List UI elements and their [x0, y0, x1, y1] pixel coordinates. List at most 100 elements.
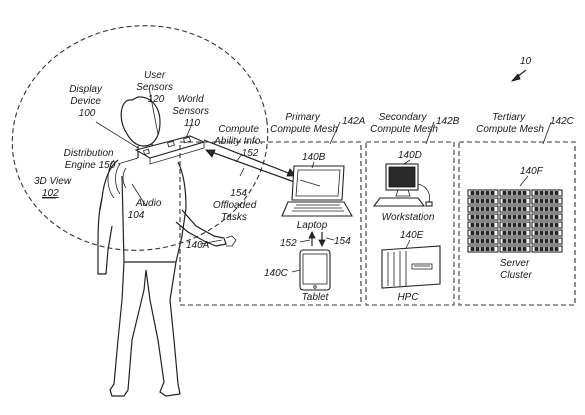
server-slot	[470, 191, 475, 195]
server-slot	[534, 199, 539, 203]
leader-lines	[95, 87, 223, 245]
server-slot	[534, 239, 539, 243]
leader-142a	[329, 121, 341, 145]
view-3d-label: 3D View 102	[34, 176, 74, 199]
server-slot	[485, 223, 490, 227]
server-slot	[522, 247, 527, 251]
server-slot	[502, 191, 507, 195]
tertiary-mesh-box	[458, 141, 576, 306]
server-slot	[554, 207, 559, 211]
server-slot	[502, 247, 507, 251]
server-slot	[517, 215, 522, 219]
server-slot	[554, 199, 559, 203]
figure-ref: 10	[520, 56, 532, 67]
user-sensors-label: User Sensors 120	[136, 70, 175, 105]
server-slot	[549, 223, 554, 227]
hpc-device	[381, 239, 441, 289]
server-slot	[475, 191, 480, 195]
server-slot	[517, 239, 522, 243]
server-slot	[485, 231, 490, 235]
ref-140e: 140E	[400, 230, 424, 241]
world-sensors-label: World Sensors 110	[172, 94, 211, 129]
server-slot	[470, 199, 475, 203]
workstation-label: Workstation	[382, 212, 435, 223]
primary-mesh-label: Primary Compute Mesh	[270, 112, 338, 135]
server-slot	[539, 239, 544, 243]
server-slot	[554, 223, 559, 227]
laptop-label: Laptop	[297, 220, 328, 231]
server-slot	[512, 215, 517, 219]
server-slot	[475, 199, 480, 203]
server-slot	[544, 207, 549, 211]
server-slot	[507, 223, 512, 227]
server-slot	[512, 247, 517, 251]
leader-142c	[542, 121, 552, 145]
server-slot	[517, 207, 522, 211]
server-slot	[507, 247, 512, 251]
server-slot	[549, 231, 554, 235]
server-slot	[470, 239, 475, 243]
laptop-tablet-arrows	[299, 231, 335, 247]
server-slot	[480, 231, 485, 235]
user-figure	[97, 96, 237, 397]
server-slot	[475, 207, 480, 211]
server-slot	[522, 231, 527, 235]
server-slot	[507, 191, 512, 195]
server-slot	[485, 191, 490, 195]
server-slot	[544, 231, 549, 235]
server-slot	[549, 247, 554, 251]
server-slot	[539, 231, 544, 235]
server-slot	[554, 191, 559, 195]
server-slot	[490, 231, 495, 235]
server-slot	[507, 207, 512, 211]
display-device	[134, 135, 206, 165]
leader-140b	[311, 161, 315, 169]
server-slot	[512, 207, 517, 211]
secondary-mesh-box	[365, 141, 455, 306]
ref-140a: 140A	[186, 240, 210, 251]
server-slot	[470, 207, 475, 211]
server-slot	[480, 247, 485, 251]
server-slot	[512, 191, 517, 195]
server-slot	[534, 223, 539, 227]
server-slot	[539, 191, 544, 195]
server-slot	[534, 207, 539, 211]
server-slot	[502, 207, 507, 211]
server-slot	[502, 223, 507, 227]
server-slot	[470, 231, 475, 235]
server-slot	[485, 239, 490, 243]
communication-arrows	[203, 139, 301, 185]
server-cluster-device	[467, 189, 563, 253]
server-slot	[544, 239, 549, 243]
server-slot	[539, 199, 544, 203]
server-slot	[517, 199, 522, 203]
server-slot	[502, 239, 507, 243]
view-3d-boundary	[11, 25, 269, 251]
server-slot	[502, 215, 507, 219]
server-slot	[485, 247, 490, 251]
ref-140f: 140F	[520, 166, 544, 177]
offloaded-tasks-label: 154 Offloaded Tasks	[213, 188, 259, 223]
ref-154-small: 154	[334, 236, 351, 247]
server-slot	[522, 223, 527, 227]
server-slot	[539, 247, 544, 251]
server-slot	[485, 207, 490, 211]
ref-140b: 140B	[302, 152, 326, 163]
server-slot	[470, 247, 475, 251]
server-slot	[554, 239, 559, 243]
display-device-label: Display Device 100	[69, 84, 105, 119]
primary-mesh-box	[179, 141, 362, 306]
server-slot	[490, 207, 495, 211]
server-slot	[522, 191, 527, 195]
server-slot	[480, 191, 485, 195]
server-slot	[549, 215, 554, 219]
server-slot	[517, 191, 522, 195]
server-slot	[490, 215, 495, 219]
server-slot	[549, 191, 554, 195]
server-slot	[512, 231, 517, 235]
ref-142c: 142C	[550, 116, 575, 127]
secondary-mesh-label: Secondary Compute Mesh	[370, 112, 438, 135]
server-slot	[480, 239, 485, 243]
